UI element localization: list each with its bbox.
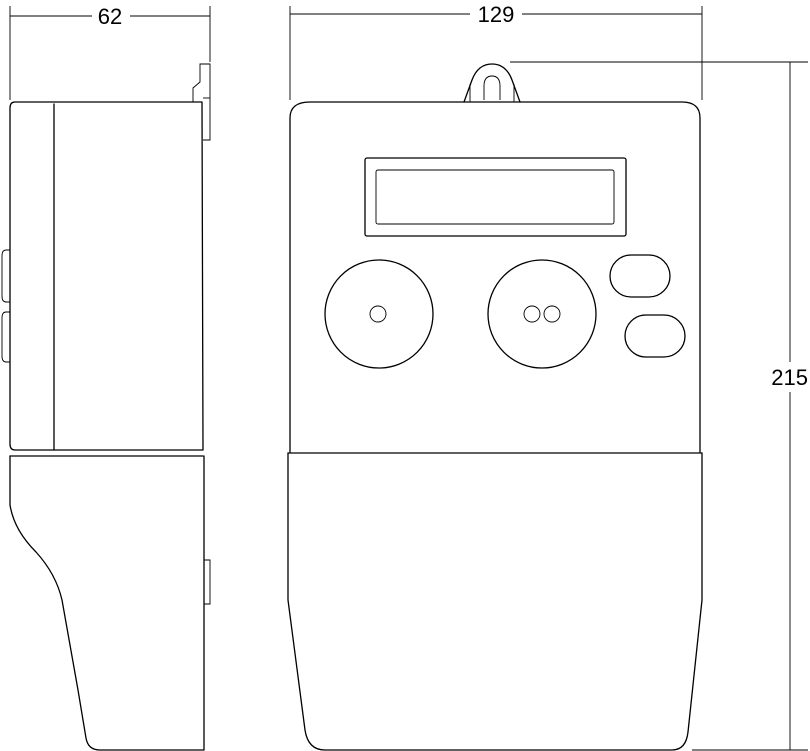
side-upper-housing <box>9 101 204 451</box>
width-label: 129 <box>478 2 515 27</box>
dial-right-hole-1 <box>523 305 541 323</box>
dial-left <box>324 259 434 369</box>
dimension-depth: 62 <box>9 4 211 100</box>
dial-right <box>487 259 597 369</box>
side-mounting-hook <box>192 63 211 141</box>
side-knob-lower <box>1 311 10 363</box>
side-lower-tab <box>204 559 211 605</box>
button-lower <box>624 314 686 358</box>
front-upper-housing <box>289 101 701 453</box>
height-label: 215 <box>771 365 808 390</box>
dial-right-hole-2 <box>543 305 561 323</box>
display-screen <box>375 169 615 225</box>
side-view <box>1 63 211 751</box>
side-terminal-cover <box>9 455 205 751</box>
dial-left-hole <box>369 305 387 323</box>
front-mounting-hook <box>463 63 521 103</box>
display-frame <box>364 157 627 237</box>
dimension-height: 215 <box>510 61 808 751</box>
depth-label: 62 <box>98 4 122 29</box>
front-hook-slot <box>483 75 501 100</box>
button-upper <box>609 254 671 298</box>
dimension-width: 129 <box>289 2 703 100</box>
front-terminal-cover <box>287 452 703 751</box>
side-knob-upper <box>1 249 10 303</box>
front-view <box>287 63 703 751</box>
